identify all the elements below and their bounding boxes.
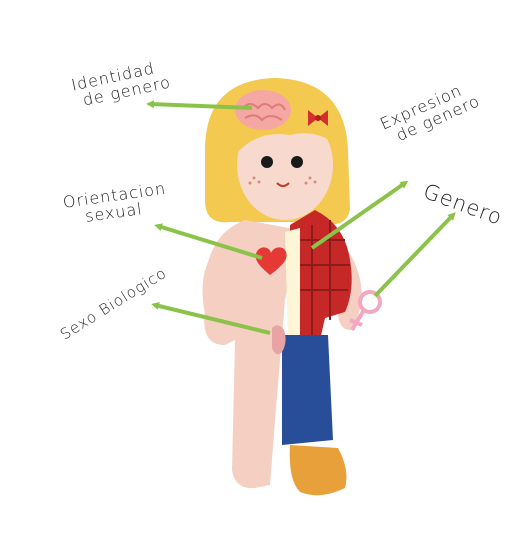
left-eye bbox=[261, 156, 273, 168]
jeans bbox=[282, 335, 333, 445]
brain-icon bbox=[235, 90, 291, 130]
arrow-genero bbox=[375, 215, 453, 296]
undershirt bbox=[285, 228, 300, 340]
shoe bbox=[290, 445, 347, 495]
right-eye bbox=[291, 156, 303, 168]
